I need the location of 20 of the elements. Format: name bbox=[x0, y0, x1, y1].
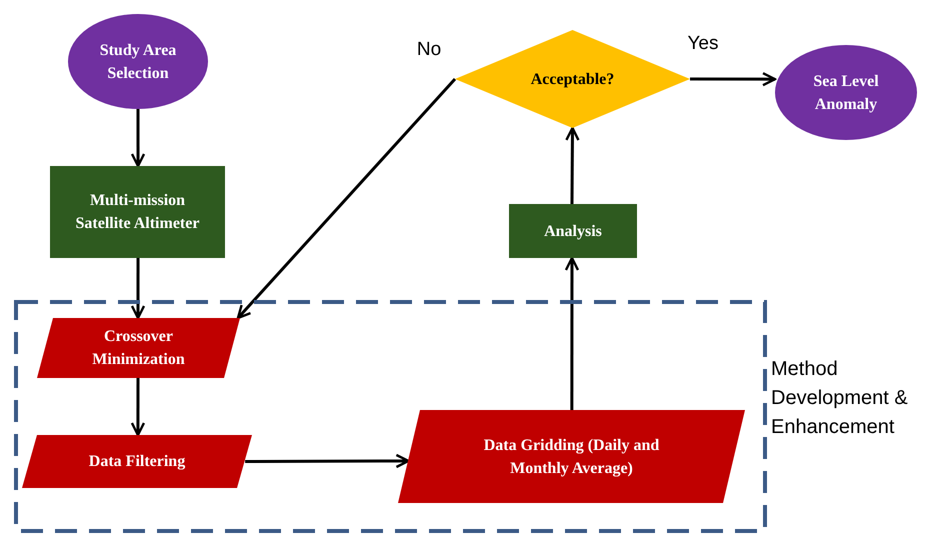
node-label: Data Gridding (Daily and Monthly Average) bbox=[482, 436, 660, 478]
arrow bbox=[245, 454, 410, 468]
arrow bbox=[130, 258, 146, 320]
node-label: Multi-mission Satellite Altimeter bbox=[74, 191, 200, 234]
group-heading: Method Development & Enhancement bbox=[771, 357, 909, 440]
arrow bbox=[236, 78, 456, 320]
node-label: Sea Level Anomaly bbox=[812, 72, 880, 114]
arrow bbox=[690, 72, 776, 86]
arrow bbox=[130, 378, 146, 436]
arrow bbox=[564, 256, 580, 410]
arrow bbox=[130, 109, 146, 168]
arrow bbox=[565, 126, 580, 204]
node-label: Analysis bbox=[544, 222, 602, 242]
node-label: Acceptable? bbox=[530, 70, 614, 90]
node-label: Crossover Minimization bbox=[91, 327, 186, 370]
process-box bbox=[509, 204, 637, 258]
node-label: Study Area Selection bbox=[98, 40, 178, 84]
decision-diamond bbox=[455, 30, 690, 128]
node-label: Data Filtering bbox=[88, 452, 186, 472]
process-box bbox=[50, 166, 225, 258]
